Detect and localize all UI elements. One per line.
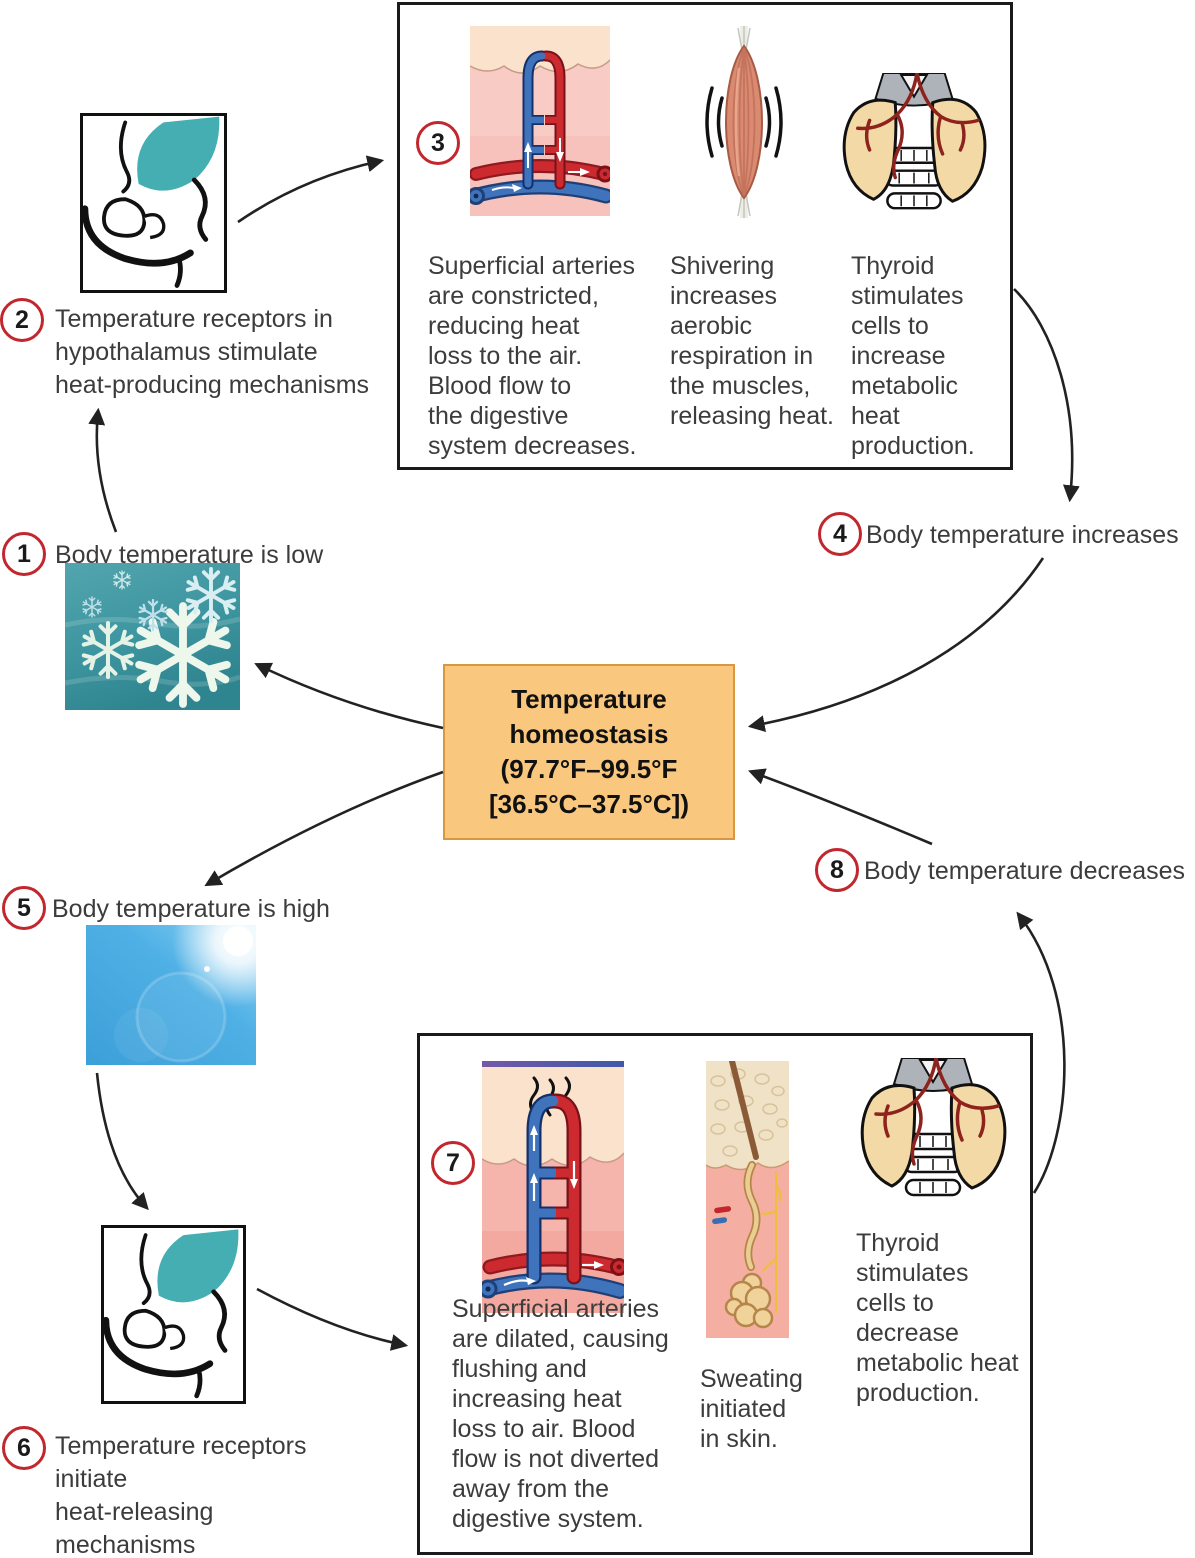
shivering-muscle-icon bbox=[700, 26, 788, 218]
step-1-number: 1 bbox=[17, 539, 31, 568]
step-7-number: 7 bbox=[446, 1148, 460, 1177]
arrow-5-to-6 bbox=[95, 1072, 149, 1211]
sun-image bbox=[86, 925, 256, 1065]
arrow-1-to-2 bbox=[88, 407, 118, 533]
hypothalamus-icon bbox=[80, 113, 227, 293]
arrow-center-to-5 bbox=[204, 770, 444, 887]
arrow-8-to-center bbox=[748, 768, 933, 846]
step-1-badge: 1 bbox=[2, 532, 46, 576]
step-7-badge: 7 bbox=[431, 1141, 475, 1185]
temperature-homeostasis-box: Temperature homeostasis (97.7°F–99.5°F [… bbox=[443, 664, 735, 840]
arrow-3-to-4 bbox=[1013, 288, 1080, 503]
step-5-number: 5 bbox=[17, 893, 31, 922]
thyroid-decrease-text: Thyroid stimulates cells to decrease met… bbox=[856, 1229, 1019, 1407]
step-5-label: Body temperature is high bbox=[52, 895, 330, 923]
step-4-number: 4 bbox=[833, 519, 847, 548]
dilated-arteries-image bbox=[482, 1061, 624, 1313]
step-5-badge: 5 bbox=[2, 886, 46, 930]
step-8-number: 8 bbox=[830, 855, 844, 884]
heat-producing-panel: 3 bbox=[397, 2, 1013, 470]
heat-releasing-panel: 7 bbox=[417, 1033, 1033, 1555]
step-3-badge: 3 bbox=[416, 121, 460, 165]
constricted-arteries-image bbox=[470, 26, 610, 216]
thyroid-icon bbox=[840, 73, 988, 221]
arrow-6-to-7 bbox=[256, 1287, 409, 1351]
step-2-label: Temperature receptors in hypothalamus st… bbox=[55, 305, 370, 399]
thyroid-increase-text: Thyroid stimulates cells to increase met… bbox=[851, 252, 975, 460]
step-2-number: 2 bbox=[15, 305, 29, 334]
arrow-2-to-3 bbox=[237, 155, 385, 224]
step-3-number: 3 bbox=[431, 128, 445, 157]
sweating-text: Sweating initiated in skin. bbox=[700, 1365, 803, 1453]
shivering-text: Shivering increases aerobic respiration … bbox=[670, 252, 835, 430]
thyroid-icon-2 bbox=[858, 1058, 1008, 1208]
arteries-dilated-text: Superficial arteries are dilated, causin… bbox=[452, 1295, 669, 1533]
sweat-gland-image bbox=[706, 1061, 789, 1338]
hypothalamus-icon-2 bbox=[101, 1225, 246, 1404]
step-4-label: Body temperature increases bbox=[866, 521, 1179, 549]
arteries-constricted-text: Superficial arteries are constricted, re… bbox=[428, 252, 637, 460]
step-2-badge: 2 bbox=[0, 298, 44, 342]
step-8-label: Body temperature decreases bbox=[864, 857, 1186, 885]
step-4-badge: 4 bbox=[818, 512, 862, 556]
step-6-label: Temperature receptors initiate heat-rele… bbox=[55, 1432, 307, 1558]
step-6-number: 6 bbox=[17, 1433, 31, 1462]
step-6-badge: 6 bbox=[2, 1426, 46, 1470]
temperature-homeostasis-text: Temperature homeostasis (97.7°F–99.5°F [… bbox=[489, 684, 689, 819]
step-8-badge: 8 bbox=[815, 848, 859, 892]
arrow-center-to-1 bbox=[254, 662, 444, 730]
arrow-4-to-center bbox=[747, 557, 1045, 732]
snowflakes-image bbox=[65, 563, 240, 710]
